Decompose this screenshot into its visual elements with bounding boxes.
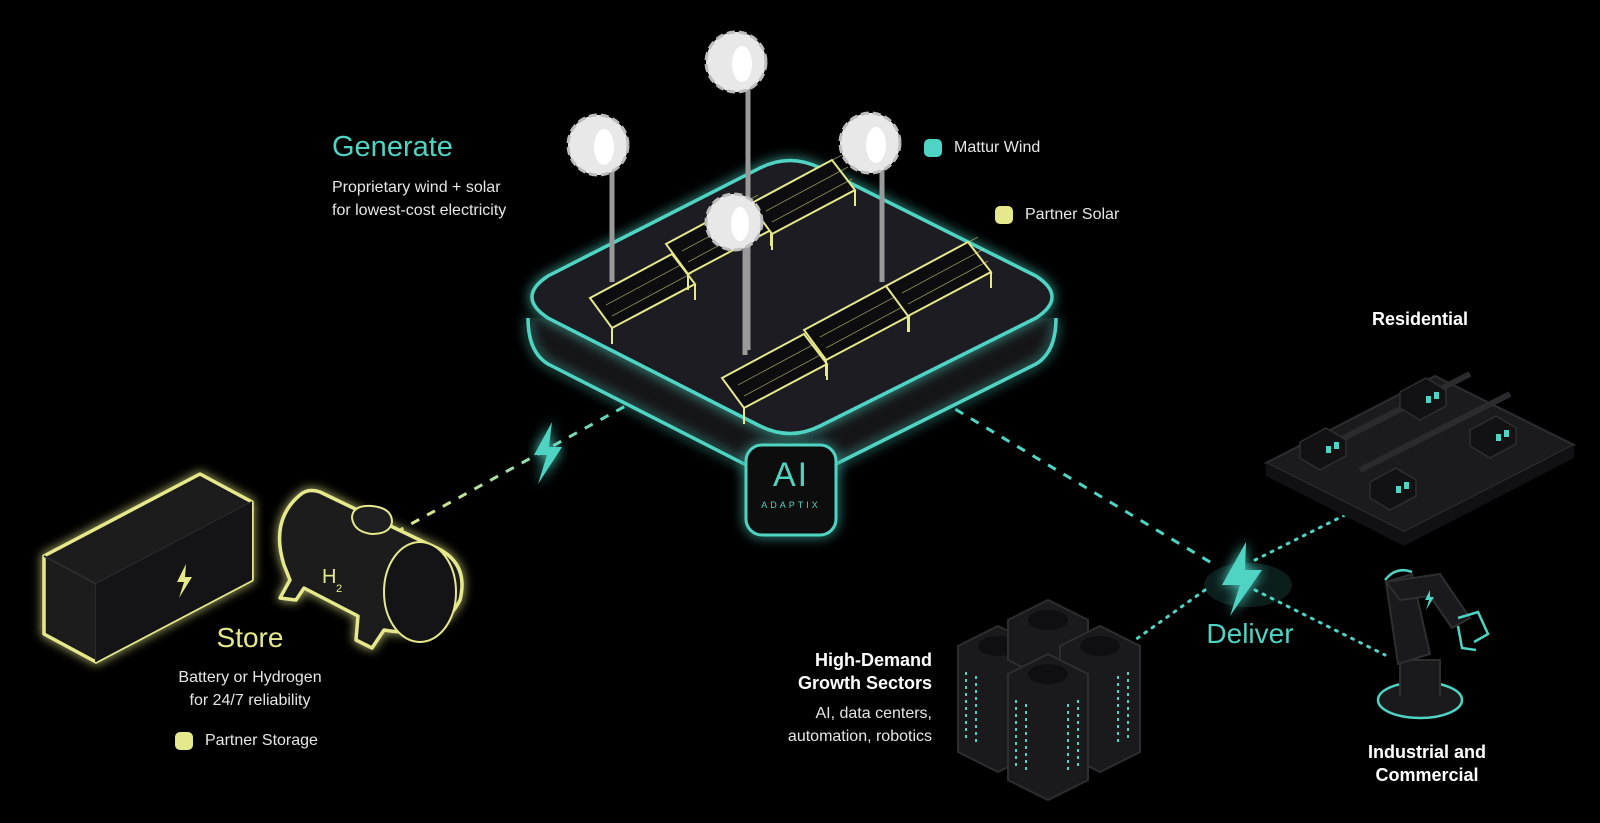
line-platform-to-storage	[399, 396, 641, 532]
line-deliver-to-residential	[1253, 513, 1347, 562]
line-deliver-to-datacenter	[1133, 588, 1207, 642]
ai-hub-sublabel: ADAPTIX	[761, 500, 821, 510]
store-title: Store	[216, 622, 284, 653]
legend-storage-label: Partner Storage	[205, 732, 318, 749]
generation-platform	[526, 158, 1058, 482]
h2-label: H	[322, 566, 336, 588]
server-rack-icon	[957, 598, 1141, 802]
legend-solar: Partner Solar	[995, 206, 1119, 224]
store-subtitle: Battery or Hydrogen for 24/7 reliability	[178, 669, 322, 709]
legend-storage: Partner Storage	[175, 732, 318, 750]
legend-swatch-yellow	[175, 732, 193, 750]
legend-solar-label: Partner Solar	[1025, 206, 1120, 223]
h2-subscript: 2	[336, 583, 342, 595]
deliver-title: Deliver	[1206, 618, 1294, 649]
high-demand-description: AI, data centers, automation, robotics	[787, 705, 932, 745]
ai-hub-badge	[744, 443, 838, 537]
residential-houses	[1263, 371, 1577, 546]
legend-swatch-teal	[924, 139, 942, 157]
legend-wind-label: Mattur Wind	[954, 139, 1041, 156]
legend-swatch-yellow	[995, 206, 1013, 224]
residential-label: Residential	[1371, 309, 1469, 329]
lightning-bolt-icon	[1222, 542, 1262, 616]
line-deliver-to-industrial	[1253, 588, 1387, 657]
generate-title: Generate	[332, 131, 453, 163]
legend-wind: Mattur Wind	[924, 139, 1040, 157]
ai-hub-label: AI	[772, 456, 810, 494]
line-platform-to-deliver	[939, 398, 1216, 567]
generate-subtitle: Proprietary wind + solar for lowest-cost…	[332, 179, 507, 219]
high-demand-title: High-Demand Growth Sectors	[797, 650, 932, 693]
wind-turbine-icon	[566, 30, 902, 355]
industrial-label: Industrial and Commercial	[1367, 742, 1486, 785]
battery-icon	[42, 472, 254, 664]
hydrogen-tank-icon: H 2	[277, 488, 464, 650]
lightning-bolt-icon	[534, 422, 562, 484]
delivery-lines	[1133, 513, 1387, 657]
robot-arm-icon	[1376, 569, 1490, 720]
house-icon	[1299, 377, 1517, 511]
